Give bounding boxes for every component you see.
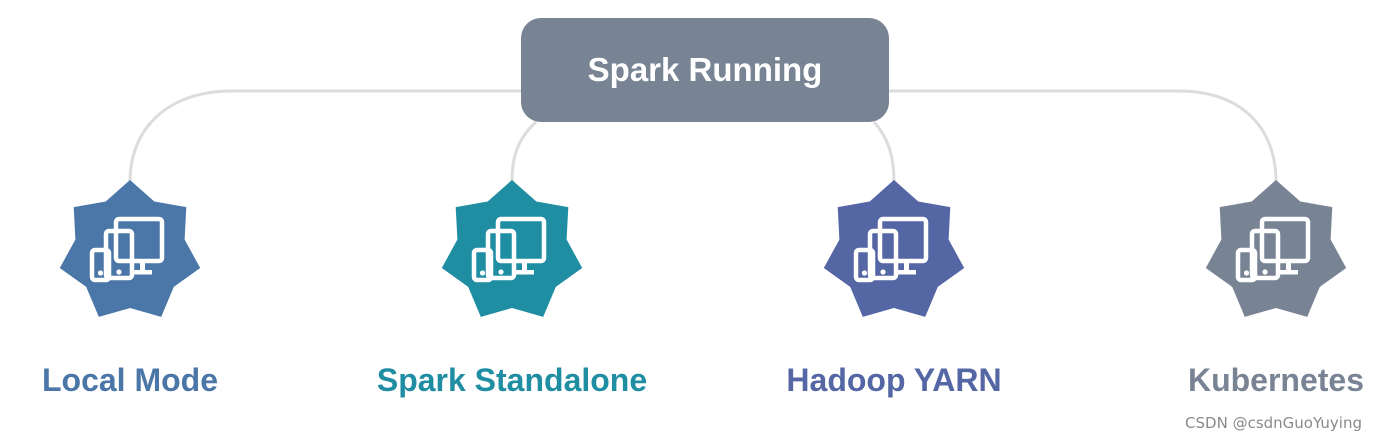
label-local-mode: Local Mode — [41, 362, 218, 398]
root-node-label: Spark Running — [587, 51, 823, 88]
label-kubernetes: Kubernetes — [1187, 362, 1365, 398]
label-hadoop-yarn: Hadoop YARN — [786, 362, 1002, 398]
connector-spark-standalone — [510, 120, 538, 183]
devices-icon — [1235, 216, 1311, 283]
node-local-mode — [58, 180, 202, 324]
root-node-spark-running: Spark Running — [521, 18, 889, 122]
node-kubernetes — [1204, 180, 1348, 324]
devices-icon — [89, 216, 165, 283]
label-spark-standalone: Spark Standalone — [376, 362, 648, 398]
node-spark-standalone — [440, 180, 584, 324]
connector-hadoop-yarn — [872, 121, 896, 183]
devices-icon — [471, 216, 547, 283]
devices-icon — [853, 216, 929, 283]
connector-kubernetes — [889, 89, 1278, 183]
watermark: CSDN @csdnGuoYuying — [1185, 414, 1362, 432]
connector-local-mode — [128, 89, 521, 183]
node-hadoop-yarn — [822, 180, 966, 324]
